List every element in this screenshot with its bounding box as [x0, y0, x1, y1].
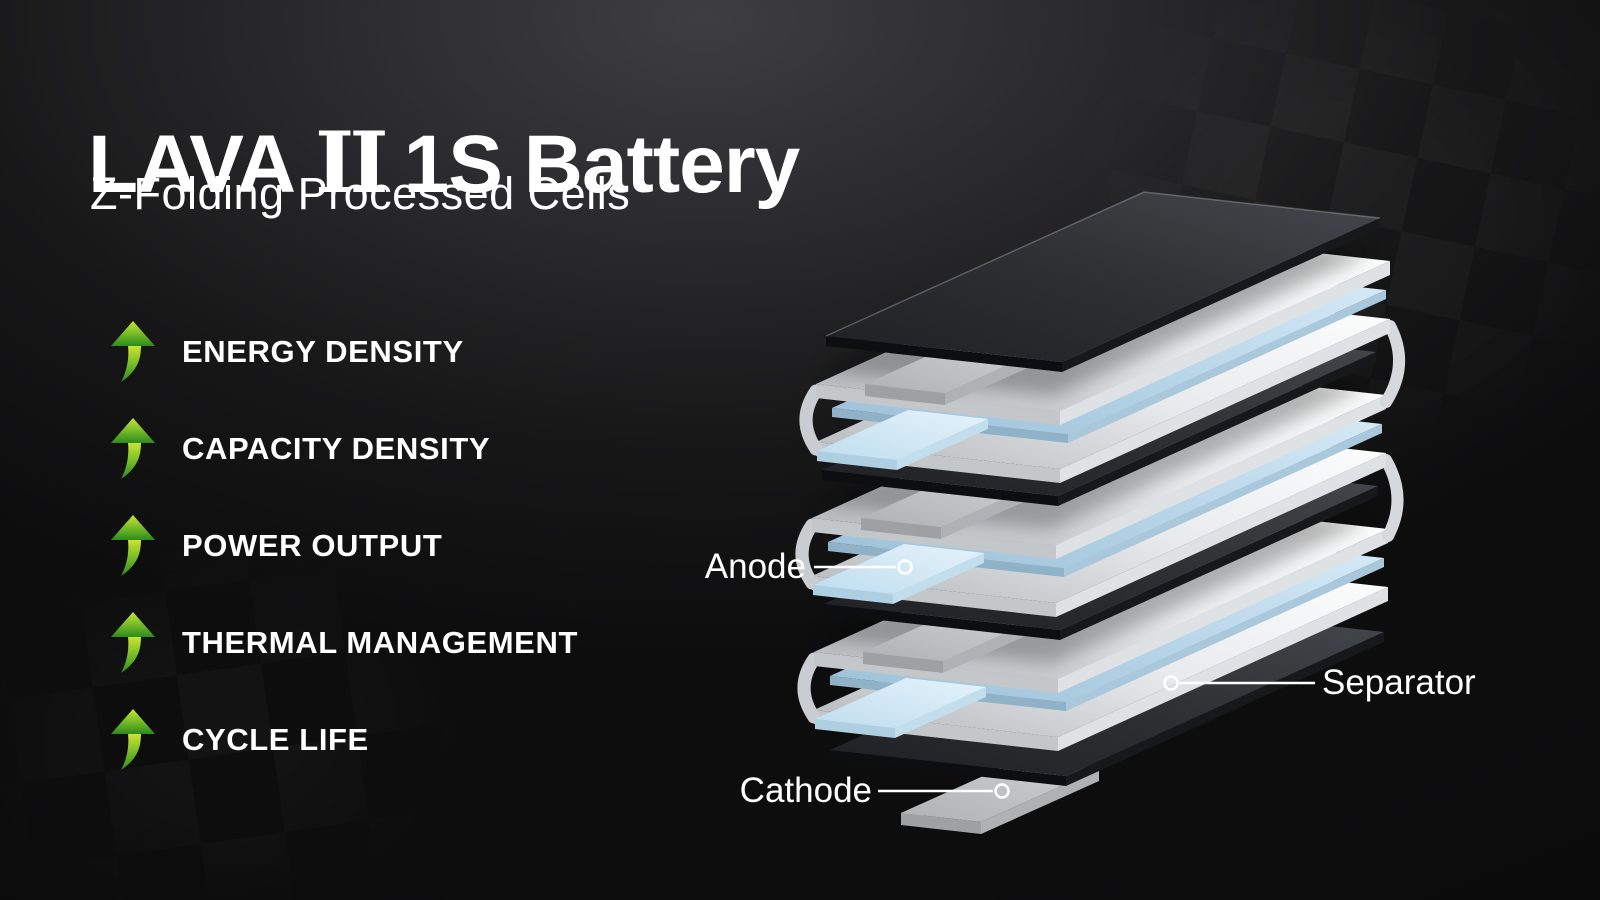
feature-label: CYCLE LIFE [182, 721, 369, 757]
separator-fold-right-2 [1380, 454, 1404, 542]
feature-label: THERMAL MANAGEMENT [182, 624, 578, 660]
separator-fold-left-3 [797, 652, 821, 724]
feature-row-cycle-life: CYCLE LIFE [110, 691, 578, 788]
separator-leader-line [1163, 675, 1315, 691]
cathode-sheet-1 [825, 191, 1381, 372]
anode-label: Anode [704, 547, 806, 586]
feature-label: CAPACITY DENSITY [182, 430, 491, 466]
separator-fold-left-2 [795, 518, 819, 590]
anode-tab-3 [815, 678, 986, 738]
up-arrow-icon [111, 320, 155, 382]
separator-fold-left-1 [799, 384, 823, 456]
cathode-leader-line [878, 783, 1010, 799]
separator-label-dot [1163, 675, 1179, 691]
anode-leader-line [814, 559, 913, 575]
anode-tab-1 [817, 410, 988, 470]
feature-list: ENERGY DENSITY CAPACITY DENSITY POWER OU… [110, 303, 578, 788]
feature-row-power-output: POWER OUTPUT [110, 497, 578, 594]
title-roman-numeral: II [315, 112, 389, 212]
up-arrow-icon [111, 417, 155, 479]
feature-label: POWER OUTPUT [182, 527, 443, 563]
feature-row-capacity-density: CAPACITY DENSITY [110, 400, 578, 497]
up-arrow-icon [111, 514, 155, 576]
battery-stack-illustration [795, 191, 1405, 834]
feature-row-energy-density: ENERGY DENSITY [110, 303, 578, 400]
cathode-label-dot [994, 783, 1010, 799]
feature-row-thermal-management: THERMAL MANAGEMENT [110, 594, 578, 691]
up-arrow-icon [111, 611, 155, 673]
page-subtitle: Z-Folding Processed Cells [90, 168, 631, 219]
separator-fold-right-1 [1380, 320, 1405, 408]
up-arrow-icon [111, 708, 155, 770]
title-brand: LAVA [88, 118, 296, 210]
title-model: 1S Battery [403, 118, 801, 210]
cathode-label: Cathode [739, 771, 872, 810]
separator-label: Separator [1322, 663, 1476, 702]
feature-label: ENERGY DENSITY [182, 333, 464, 369]
anode-label-dot [897, 559, 913, 575]
